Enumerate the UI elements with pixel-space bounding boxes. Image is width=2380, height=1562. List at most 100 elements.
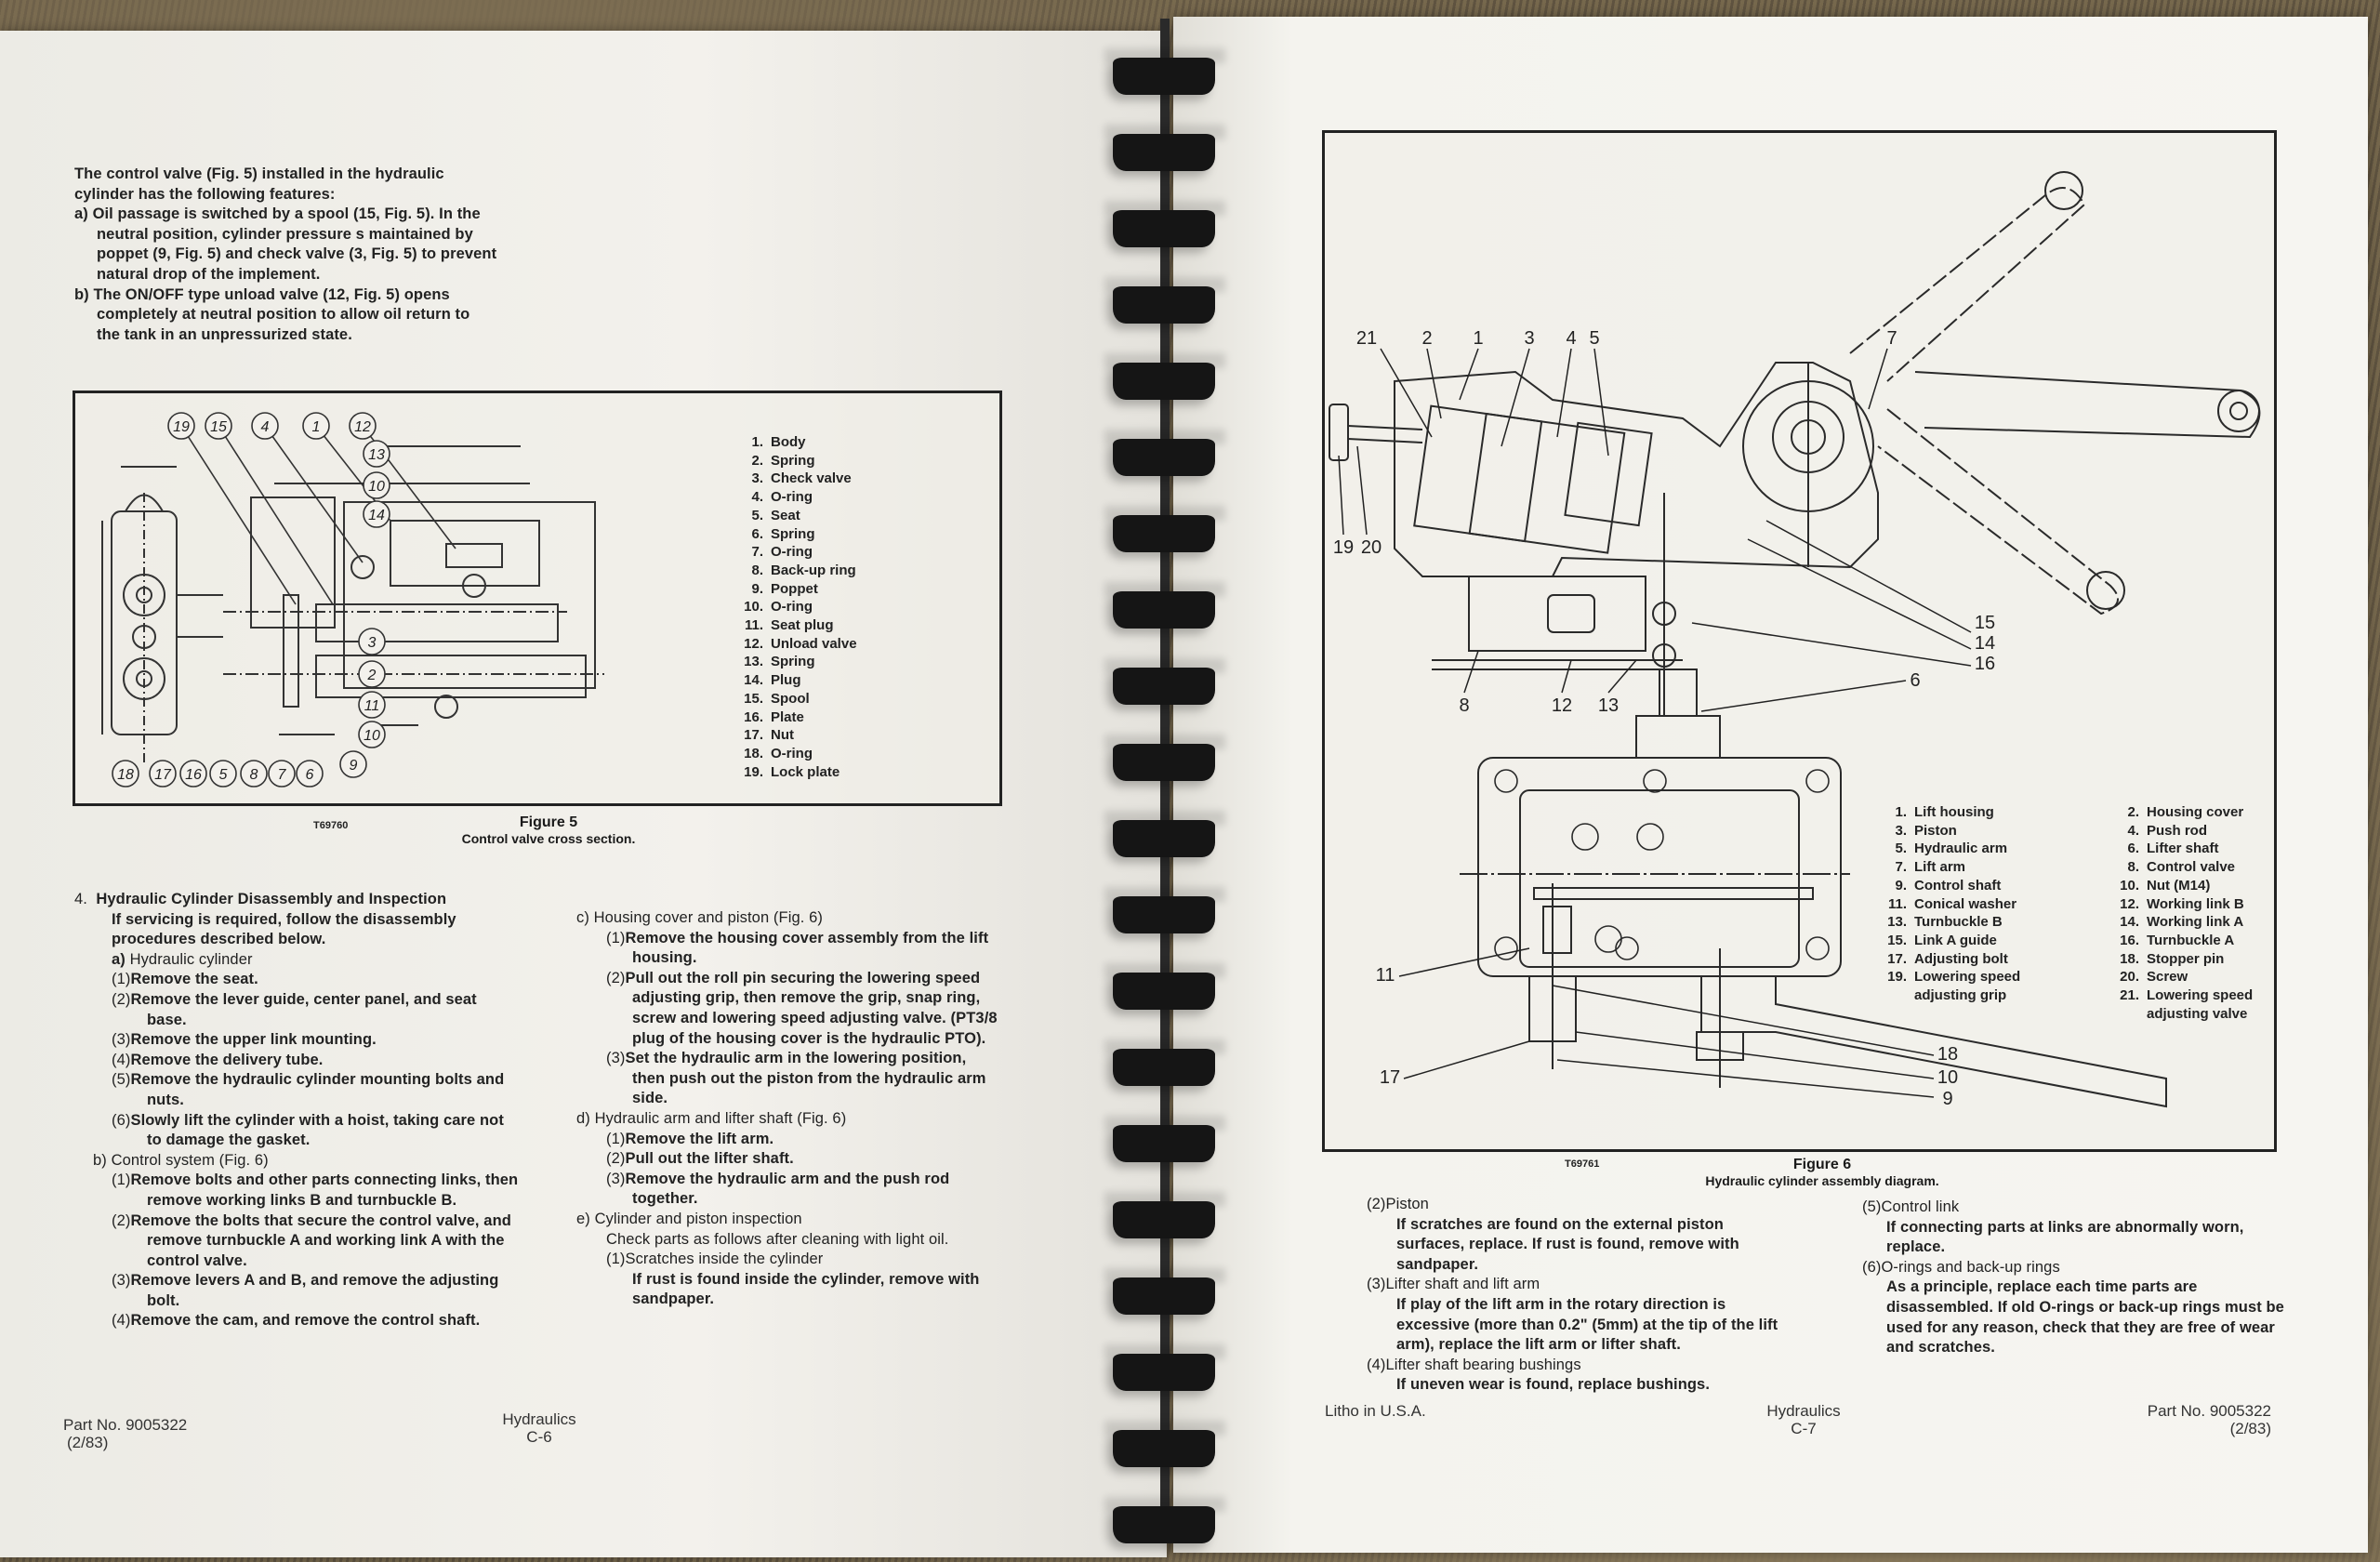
- binding-ring: [1113, 744, 1215, 781]
- inspection-item-title: (3)Lifter shaft and lift arm: [1367, 1276, 1540, 1293]
- legend-item: 7.O-ring: [751, 544, 813, 561]
- svg-text:6: 6: [306, 767, 314, 783]
- figure-5-legend: 1.Body 2.Spring 3.Check valve 4.O-ring 5…: [739, 433, 856, 781]
- svg-text:12: 12: [1552, 695, 1572, 716]
- svg-text:16: 16: [1975, 654, 1995, 674]
- legend-item: 8.Control valve: [2127, 859, 2236, 876]
- subsection-e-title: e) Cylinder and piston inspection: [576, 1210, 802, 1227]
- figure-5-code: T69760: [313, 820, 349, 831]
- legend-item: 21.Lowering speed: [2120, 987, 2254, 1004]
- inspection-col2: (5)Control link If connecting parts at l…: [1862, 1198, 2284, 1357]
- legend-item: 10.O-ring: [744, 599, 813, 616]
- svg-text:19: 19: [173, 419, 190, 435]
- figure-6-caption: Figure 6 Hydraulic cylinder assembly dia…: [1705, 1157, 1939, 1188]
- svg-text:9: 9: [1942, 1089, 1952, 1109]
- svg-text:16: 16: [185, 767, 202, 783]
- svg-text:13: 13: [368, 447, 385, 463]
- legend-item: 19.Lowering speed: [1887, 969, 2021, 986]
- legend-item: 16.Turnbuckle A: [2120, 932, 2235, 948]
- figure-6-code: T69761: [1565, 1158, 1600, 1170]
- svg-text:2: 2: [1421, 328, 1432, 349]
- step: (3)Remove levers A and B, and remove the…: [112, 1272, 499, 1309]
- step: (3)Remove the hydraulic arm and the push…: [606, 1170, 950, 1208]
- svg-text:18: 18: [117, 767, 134, 783]
- section-4-col2: c) Housing cover and piston (Fig. 6) (1)…: [576, 908, 999, 1310]
- legend-item: 20.Screw: [2120, 969, 2188, 986]
- svg-text:12: 12: [354, 419, 371, 435]
- step: (4)Remove the delivery tube.: [112, 1051, 324, 1068]
- binding-ring: [1113, 134, 1215, 171]
- binding-ring: [1113, 1049, 1215, 1086]
- legend-item: 9.Poppet: [751, 580, 818, 597]
- subsection-a-title: a) Hydraulic cylinder: [112, 950, 253, 968]
- binding-ring: [1113, 1125, 1215, 1162]
- right-footer-part: Part No. 9005322 (2/83): [2147, 1402, 2271, 1437]
- binding-ring: [1113, 896, 1215, 933]
- step: (1)Remove the housing cover assembly fro…: [606, 929, 989, 967]
- step: (2)Remove the bolts that secure the cont…: [112, 1211, 511, 1269]
- legend-item: 17.Nut: [744, 727, 794, 744]
- legend-item: 1.Body: [751, 434, 806, 450]
- step: (2)Pull out the roll pin securing the lo…: [606, 969, 998, 1047]
- legend-item: 14.Plug: [744, 672, 801, 689]
- legend-item: 10.Nut (M14): [2120, 877, 2211, 894]
- legend-item: 1.Lift housing: [1895, 804, 1994, 820]
- legend-item: 5.Hydraulic arm: [1895, 841, 2008, 857]
- binding-ring: [1113, 515, 1215, 552]
- svg-text:5: 5: [219, 767, 228, 783]
- binding-ring: [1113, 286, 1215, 324]
- legend-item: 13.Spring: [744, 654, 815, 670]
- figure-6-frame: [1322, 130, 2277, 1152]
- svg-text:10: 10: [368, 479, 385, 495]
- right-footer-section: Hydraulics C-7: [1766, 1402, 1841, 1437]
- legend-item: 3.Piston: [1895, 822, 1957, 839]
- svg-text:18: 18: [1937, 1044, 1958, 1065]
- svg-text:3: 3: [368, 635, 377, 651]
- legend-item: 15.Link A guide: [1887, 932, 1997, 948]
- legend-item: 5.Seat: [751, 507, 800, 523]
- svg-text:10: 10: [364, 728, 380, 744]
- binding-ring: [1113, 1354, 1215, 1391]
- inspection-col1: (2)Piston If scratches are found on the …: [1367, 1195, 1785, 1396]
- svg-text:6: 6: [1910, 670, 1920, 691]
- legend-item: 13.Turnbuckle B: [1887, 914, 2003, 931]
- legend-item: 3.Check valve: [751, 470, 852, 487]
- step: (1)Remove bolts and other parts connecti…: [112, 1172, 519, 1209]
- section-4-heading: 4. Hydraulic Cylinder Disassembly and In…: [74, 891, 447, 907]
- svg-text:14: 14: [368, 508, 385, 523]
- binding-ring: [1113, 1201, 1215, 1238]
- binding-ring: [1113, 668, 1215, 705]
- svg-text:7: 7: [278, 767, 287, 783]
- svg-text:3: 3: [1524, 328, 1534, 349]
- figure-5-diagram: 19 15 4 1 12 13 10 14 3 2 11 10 9 18 17 …: [101, 412, 604, 788]
- step: (1)Scratches inside the cylinder: [606, 1251, 824, 1268]
- figure-5-frame: [73, 390, 1002, 806]
- figure-5-caption: Figure 5 Control valve cross section.: [461, 814, 636, 846]
- section-4-col1: 4. Hydraulic Cylinder Disassembly and In…: [74, 890, 521, 1331]
- svg-text:9: 9: [350, 758, 358, 774]
- legend-item: 11.Seat plug: [744, 617, 834, 634]
- step: (6)Slowly lift the cylinder with a hoist…: [112, 1111, 504, 1149]
- legend-item: 17.Adjusting bolt: [1887, 950, 2008, 967]
- legend-item: 11.Conical washer: [1887, 895, 2017, 912]
- binding-ring: [1113, 439, 1215, 476]
- inspection-item-title: (2)Piston: [1367, 1196, 1429, 1212]
- right-footer-litho: Litho in U.S.A.: [1325, 1402, 1426, 1420]
- legend-item: 6.Lifter shaft: [2127, 841, 2219, 857]
- legend-item: 14.Working link A: [2120, 914, 2244, 931]
- legend-item: 7.Lift arm: [1895, 859, 1966, 876]
- step: (1)Remove the seat.: [112, 971, 258, 988]
- svg-text:7: 7: [1886, 328, 1897, 349]
- legend-item: 18.O-ring: [744, 745, 813, 761]
- svg-text:4: 4: [1566, 328, 1576, 349]
- legend-item: 8.Back-up ring: [751, 562, 856, 578]
- legend-item: 2.Spring: [751, 452, 815, 469]
- legend-item: 12.Working link B: [2120, 895, 2244, 912]
- intro-lead: The control valve (Fig. 5) installed in …: [74, 165, 444, 203]
- binding-ring: [1113, 973, 1215, 1010]
- svg-text:1: 1: [1473, 328, 1483, 349]
- svg-text:8: 8: [1459, 695, 1469, 716]
- svg-text:2: 2: [367, 668, 377, 683]
- svg-text:11: 11: [364, 698, 380, 714]
- svg-text:19: 19: [1333, 537, 1354, 558]
